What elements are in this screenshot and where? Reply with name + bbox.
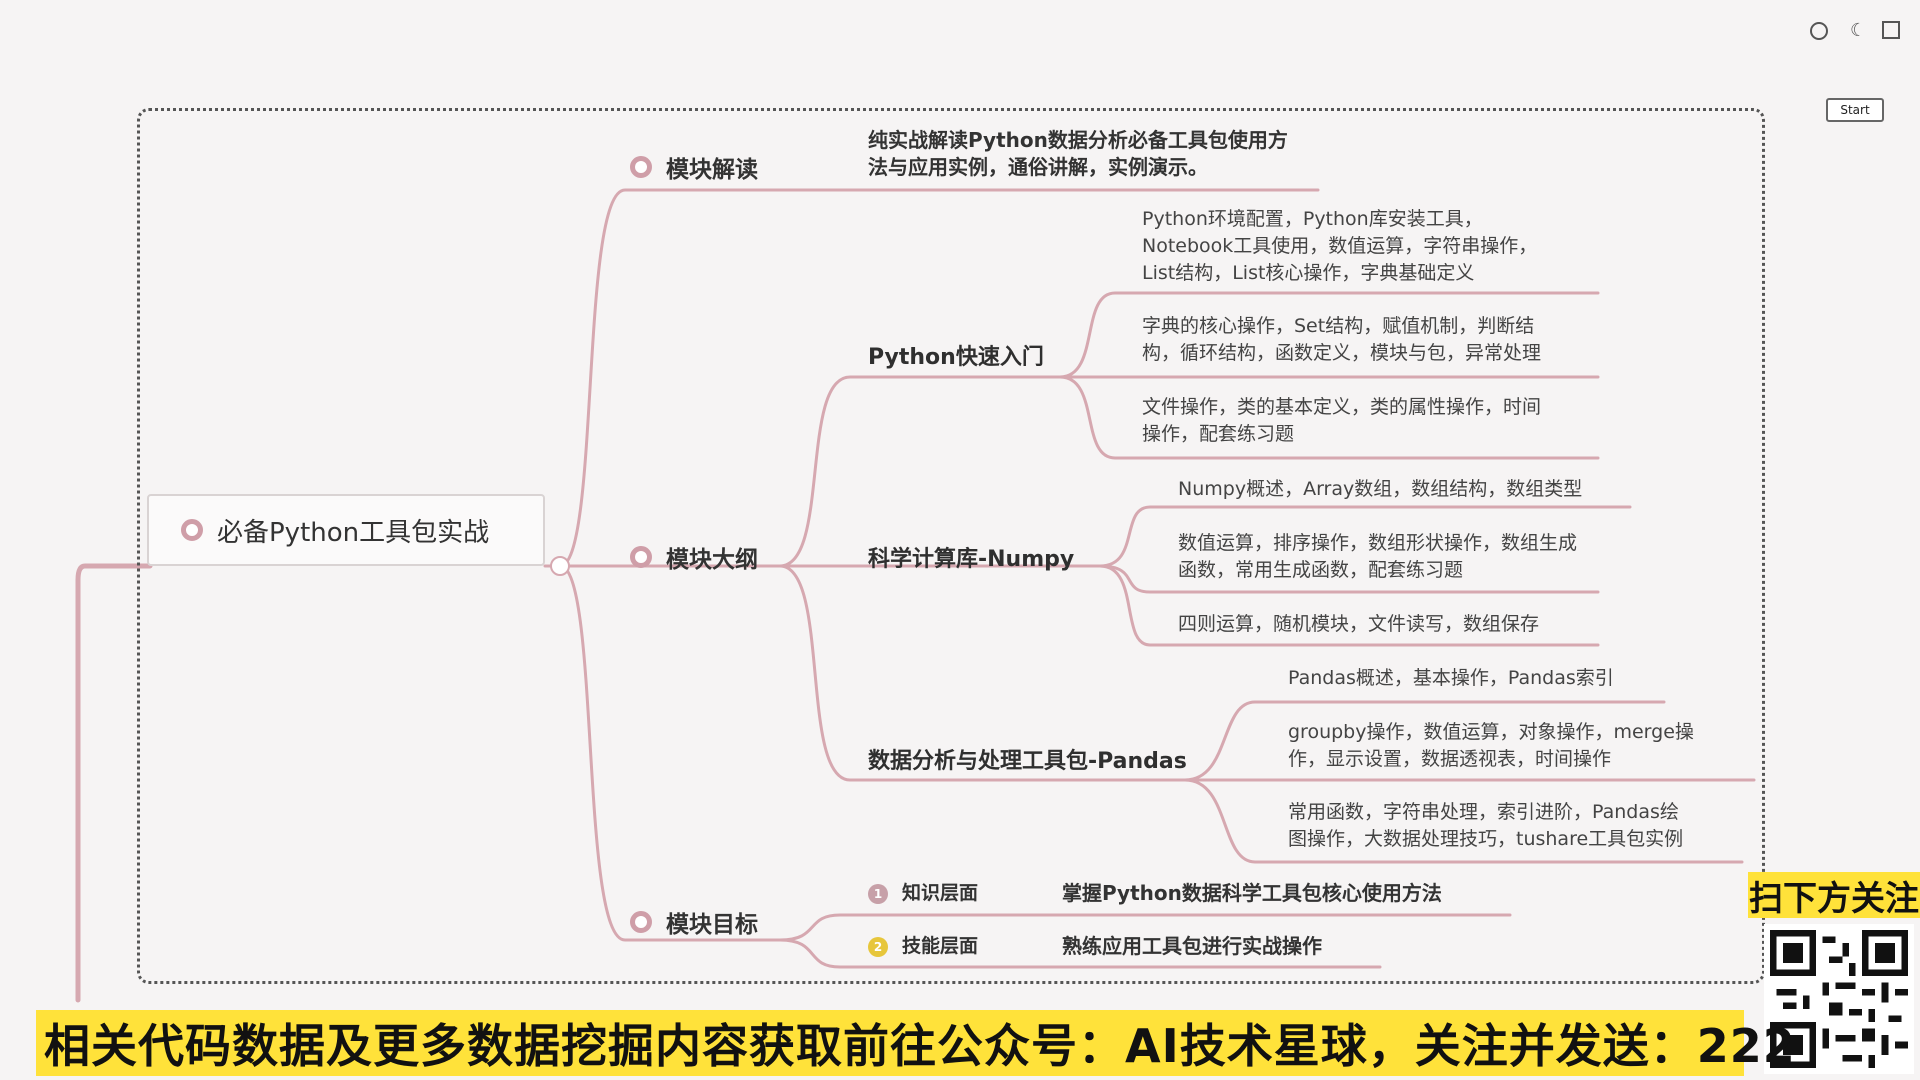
branch-label: 模块目标 bbox=[666, 912, 758, 938]
branch-interpret[interactable]: 模块解读 bbox=[630, 150, 758, 184]
leaf-line: 构，循环结构，函数定义，模块与包，异常处理 bbox=[1142, 342, 1542, 364]
goal-skill[interactable]: 2 技能层面 熟练应用工具包进行实战操作 bbox=[868, 933, 1322, 960]
goal-text: 熟练应用工具包进行实战操作 bbox=[1062, 934, 1323, 958]
qr-code-icon[interactable] bbox=[1764, 924, 1914, 1074]
timer-icon[interactable] bbox=[1810, 22, 1828, 40]
leaf-line: 图操作，大数据处理技巧，tushare工具包实例 bbox=[1288, 828, 1684, 850]
interpret-description: 纯实战解读Python数据分析必备工具包使用方 法与应用实例，通俗讲解，实例演示… bbox=[868, 127, 1288, 181]
sub-python[interactable]: Python快速入门 bbox=[868, 345, 1044, 370]
leaf-line: 作，显示设置，数据透视表，时间操作 bbox=[1288, 748, 1612, 770]
sub-numpy[interactable]: 科学计算库-Numpy bbox=[868, 547, 1075, 572]
leaf-line: Notebook工具使用，数值运算，字符串操作， bbox=[1142, 235, 1538, 257]
branch-goals[interactable]: 模块目标 bbox=[630, 905, 758, 939]
leaf-line: 操作，配套练习题 bbox=[1142, 423, 1295, 445]
start-button[interactable]: Start bbox=[1826, 98, 1884, 122]
leaf-line: 文件操作，类的基本定义，类的属性操作，时间 bbox=[1142, 396, 1542, 418]
leaf-line: Numpy概述，Array数组，数组结构，数组类型 bbox=[1178, 478, 1583, 500]
leaf-line: 常用函数，字符串处理，索引进阶，Pandas绘 bbox=[1288, 801, 1679, 823]
root-title: 必备Python工具包实战 bbox=[217, 517, 490, 548]
document-icon bbox=[181, 519, 203, 541]
branch-label: 模块大纲 bbox=[666, 547, 758, 573]
branch-outline[interactable]: 模块大纲 bbox=[630, 540, 758, 574]
branch-label: 模块解读 bbox=[666, 157, 758, 183]
python-leaf-1[interactable]: Python环境配置，Python库安装工具， Notebook工具使用，数值运… bbox=[1142, 206, 1537, 287]
circle-icon bbox=[630, 911, 652, 933]
pandas-leaf-1[interactable]: Pandas概述，基本操作，Pandas索引 bbox=[1288, 665, 1614, 692]
dotted-boundary bbox=[137, 108, 1765, 984]
circle-icon bbox=[630, 156, 652, 178]
goal-label: 知识层面 bbox=[902, 882, 979, 904]
leaf-line: Pandas概述，基本操作，Pandas索引 bbox=[1288, 667, 1614, 689]
follow-banner: 扫下方关注 bbox=[1748, 872, 1920, 919]
goal-knowledge[interactable]: 1 知识层面 掌握Python数据科学工具包核心使用方法 bbox=[868, 880, 1442, 907]
sub-pandas[interactable]: 数据分析与处理工具包-Pandas bbox=[868, 749, 1187, 774]
numpy-leaf-2[interactable]: 数值运算，排序操作，数组形状操作，数组生成 函数，常用生成函数，配套练习题 bbox=[1178, 530, 1577, 584]
description-line: 法与应用实例，通俗讲解，实例演示。 bbox=[868, 155, 1208, 179]
pandas-leaf-3[interactable]: 常用函数，字符串处理，索引进阶，Pandas绘 图操作，大数据处理技巧，tush… bbox=[1288, 799, 1683, 853]
numpy-leaf-3[interactable]: 四则运算，随机模块，文件读写，数组保存 bbox=[1178, 611, 1539, 638]
python-leaf-3[interactable]: 文件操作，类的基本定义，类的属性操作，时间 操作，配套练习题 bbox=[1142, 394, 1541, 448]
circle-icon bbox=[630, 546, 652, 568]
goal-label: 技能层面 bbox=[902, 935, 979, 957]
fullscreen-icon[interactable] bbox=[1882, 21, 1900, 39]
root-node[interactable]: 必备Python工具包实战 bbox=[147, 494, 545, 566]
number-one-icon: 1 bbox=[868, 883, 888, 904]
pandas-leaf-2[interactable]: groupby操作，数值运算，对象操作，merge操 作，显示设置，数据透视表，… bbox=[1288, 719, 1694, 773]
leaf-line: 数值运算，排序操作，数组形状操作，数组生成 bbox=[1178, 532, 1578, 554]
leaf-line: 四则运算，随机模块，文件读写，数组保存 bbox=[1178, 613, 1540, 635]
leaf-line: Python环境配置，Python库安装工具， bbox=[1142, 208, 1483, 230]
description-line: 纯实战解读Python数据分析必备工具包使用方 bbox=[868, 128, 1288, 152]
moon-icon[interactable]: ☾ bbox=[1850, 20, 1867, 41]
promo-banner: 相关代码数据及更多数据挖掘内容获取前往公众号：AI技术星球，关注并发送：222 bbox=[36, 1010, 1795, 1076]
leaf-line: List结构，List核心操作，字典基础定义 bbox=[1142, 262, 1475, 284]
leaf-line: 字典的核心操作，Set结构，赋值机制，判断结 bbox=[1142, 315, 1535, 337]
goal-text: 掌握Python数据科学工具包核心使用方法 bbox=[1062, 881, 1442, 905]
python-leaf-2[interactable]: 字典的核心操作，Set结构，赋值机制，判断结 构，循环结构，函数定义，模块与包，… bbox=[1142, 313, 1541, 367]
leaf-line: groupby操作，数值运算，对象操作，merge操 bbox=[1288, 721, 1694, 743]
leaf-line: 函数，常用生成函数，配套练习题 bbox=[1178, 559, 1464, 581]
numpy-leaf-1[interactable]: Numpy概述，Array数组，数组结构，数组类型 bbox=[1178, 476, 1582, 503]
number-two-icon: 2 bbox=[868, 936, 888, 957]
